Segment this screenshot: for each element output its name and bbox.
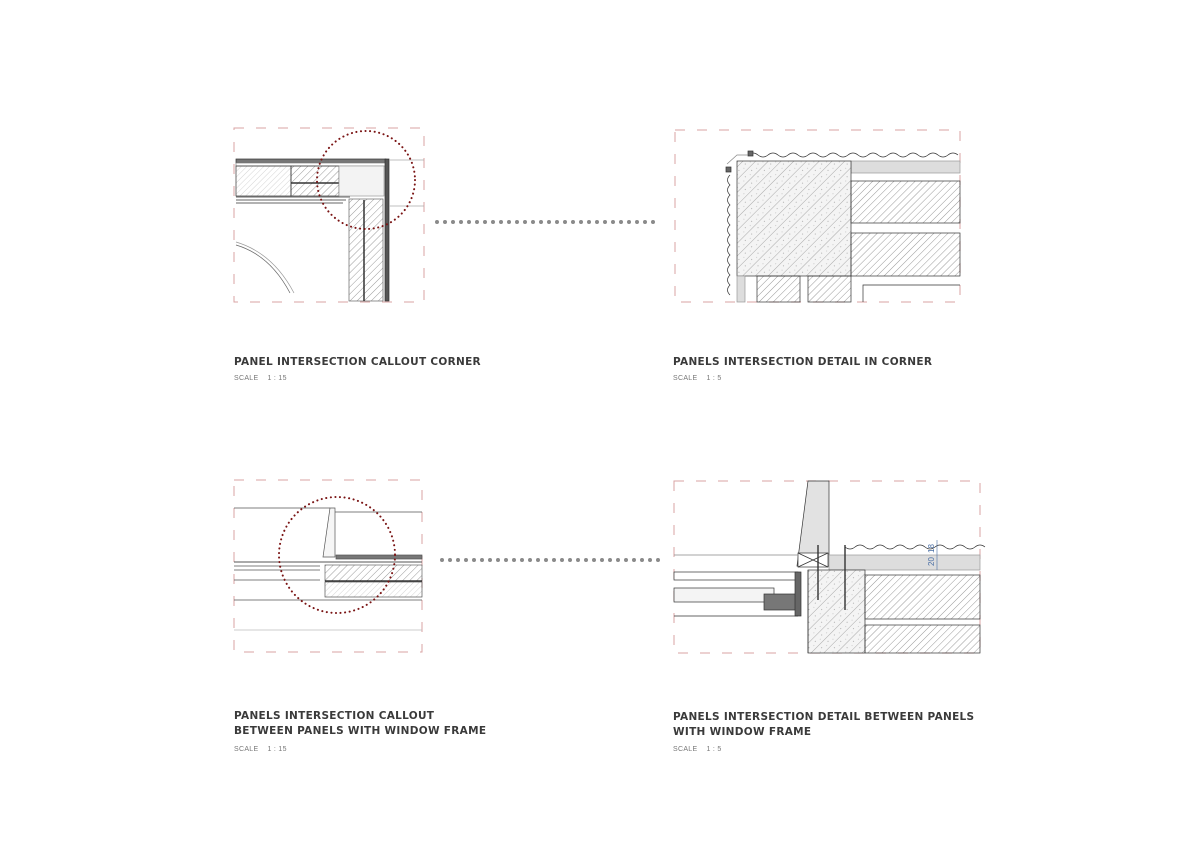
connector-dot (616, 558, 620, 562)
connector-dot (584, 558, 588, 562)
connector-dot (435, 220, 439, 224)
connector-dot (608, 558, 612, 562)
connector-dot (587, 220, 591, 224)
connector-dot (603, 220, 607, 224)
connector-dot (491, 220, 495, 224)
connector-dot (563, 220, 567, 224)
connector-dot (512, 558, 516, 562)
connector-dot (520, 558, 524, 562)
connector-dot (456, 558, 460, 562)
connector-dot (515, 220, 519, 224)
detail-title-1: PANEL INTERSECTION CALLOUT CORNER (234, 356, 481, 368)
connector-dot (648, 558, 652, 562)
connector-dot (656, 558, 660, 562)
connector-dot (632, 558, 636, 562)
svg-text:20: 20 (927, 557, 936, 566)
connector-dotted-line-top (435, 220, 655, 224)
connector-dot (595, 220, 599, 224)
connector-dot (555, 220, 559, 224)
connector-dot (640, 558, 644, 562)
connector-dot (523, 220, 527, 224)
connector-dotted-line-bottom (440, 558, 660, 562)
window-frame-detail-drawing (673, 480, 986, 654)
connector-dot (643, 220, 647, 224)
connector-dot (443, 220, 447, 224)
connector-dot (504, 558, 508, 562)
connector-dot (600, 558, 604, 562)
connector-dot (579, 220, 583, 224)
connector-dot (547, 220, 551, 224)
detail-title-2: PANELS INTERSECTION DETAIL IN CORNER (673, 356, 933, 368)
connector-dot (488, 558, 492, 562)
connector-dot (611, 220, 615, 224)
dimension-annotation: 20 18 (927, 540, 938, 570)
connector-dot (544, 558, 548, 562)
connector-dot (635, 220, 639, 224)
detail-frame-1 (233, 127, 425, 303)
connector-dot (440, 558, 444, 562)
connector-dot (592, 558, 596, 562)
connector-dot (459, 220, 463, 224)
connector-dot (619, 220, 623, 224)
connector-dot (472, 558, 476, 562)
window-frame-callout-drawing (234, 507, 423, 631)
connector-dot (627, 220, 631, 224)
corner-callout-drawing (235, 158, 424, 302)
connector-dot (576, 558, 580, 562)
connector-dot (536, 558, 540, 562)
connector-dot (560, 558, 564, 562)
connector-dot (467, 220, 471, 224)
connector-dot (499, 220, 503, 224)
connector-dot (451, 220, 455, 224)
connector-dot (496, 558, 500, 562)
connector-dot (448, 558, 452, 562)
connector-dot (475, 220, 479, 224)
connector-dot (507, 220, 511, 224)
callout-circle-window-frame (278, 496, 396, 614)
connector-dot (624, 558, 628, 562)
callout-circle-corner (316, 130, 416, 230)
connector-dot (531, 220, 535, 224)
connector-dot (480, 558, 484, 562)
connector-dot (528, 558, 532, 562)
connector-dot (539, 220, 543, 224)
connector-dot (483, 220, 487, 224)
connector-dot (464, 558, 468, 562)
svg-text:18: 18 (927, 544, 936, 553)
connector-dot (651, 220, 655, 224)
corner-detail-drawing (725, 150, 961, 303)
connector-dot (568, 558, 572, 562)
connector-dot (571, 220, 575, 224)
detail-title-4: PANELS INTERSECTION DETAIL BETWEEN PANEL… (673, 711, 975, 738)
connector-dot (552, 558, 556, 562)
